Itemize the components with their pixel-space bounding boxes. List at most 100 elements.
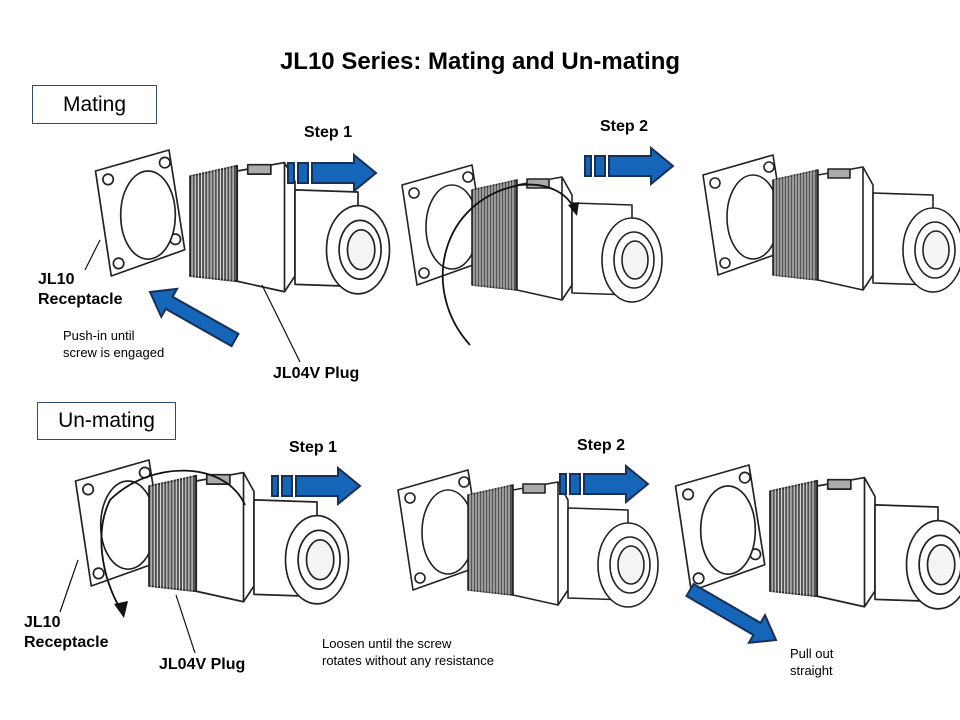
unmating-loosen-instruction: Loosen until the screw rotates without an… <box>322 635 494 669</box>
connector-mating-step1 <box>401 164 663 303</box>
arrow-bar <box>281 475 293 497</box>
mount-hole <box>682 488 695 501</box>
label-line: Receptacle <box>38 291 123 308</box>
latch <box>826 478 852 490</box>
leader-line <box>261 284 301 363</box>
plug-body <box>817 166 874 291</box>
step-arrow-unmating-1 <box>271 465 362 507</box>
label-line: Pull out <box>790 646 834 661</box>
arrow-shape <box>583 463 650 505</box>
arrow-bar <box>594 155 606 177</box>
mount-hole <box>414 572 426 584</box>
receptacle-shell <box>119 170 177 261</box>
latch <box>526 178 550 189</box>
connector-unmating-step1 <box>397 469 659 608</box>
arrow-bar <box>584 155 592 177</box>
step-arrow-mating-2 <box>584 145 675 187</box>
label-line: screw is engaged <box>63 345 165 360</box>
unmating-step2-label: Step 2 <box>577 437 626 454</box>
mount-hole <box>709 177 721 189</box>
arrow-shape <box>311 152 378 194</box>
arrow-shape <box>148 287 240 348</box>
plug-body <box>816 476 876 608</box>
arrow-shape <box>685 582 778 644</box>
step-arrow-mating-1 <box>287 152 378 194</box>
unmating-step1-label: Step 1 <box>289 439 338 456</box>
push-in-arrow <box>148 287 240 348</box>
mount-hole <box>158 156 171 169</box>
receptacle-shell <box>99 480 157 571</box>
section-label-unmating: Un-mating <box>37 402 176 440</box>
receptacle-shell <box>421 489 475 575</box>
unmating-pull-instruction: Pull out straight <box>790 645 833 679</box>
step-arrow-unmating-2 <box>559 463 650 505</box>
mating-plug-label: JL04V Plug <box>273 365 360 382</box>
label-line: straight <box>790 663 833 678</box>
label-line: rotates without any resistance <box>322 653 494 668</box>
rotate-arrow-mating <box>441 183 576 346</box>
receptacle-shell <box>726 174 780 260</box>
arrow-shape <box>608 145 675 187</box>
latch <box>205 473 231 485</box>
arrow-bar <box>297 162 309 184</box>
mount-hole <box>102 173 115 186</box>
connector-unmating-initial <box>74 459 350 605</box>
mating-instruction: Push-in until screw is engaged <box>63 327 164 361</box>
mount-hole <box>418 267 430 279</box>
mount-hole <box>92 567 105 580</box>
arrow-shape <box>295 465 362 507</box>
plug-opening <box>621 240 649 280</box>
mount-hole <box>719 257 731 269</box>
arrow-bar <box>559 473 567 495</box>
receptacle-shell <box>699 485 757 576</box>
mount-hole <box>738 471 751 484</box>
rotate-arrowhead <box>568 202 579 216</box>
mount-hole <box>82 483 95 496</box>
leader-line <box>175 594 196 654</box>
mount-hole <box>408 187 420 199</box>
label-line: JL10 <box>24 614 61 631</box>
plug-body <box>236 161 296 293</box>
receptacle-shell <box>425 184 479 270</box>
connector-unmating-step2 <box>674 464 960 610</box>
plug-body <box>195 471 255 603</box>
rotate-arrowhead <box>114 601 128 618</box>
mount-hole <box>404 492 416 504</box>
plug-opening <box>926 543 956 586</box>
latch <box>827 168 851 179</box>
leader-line <box>84 239 101 271</box>
mating-step2-label: Step 2 <box>600 118 649 135</box>
plug-body <box>512 481 569 606</box>
plug-opening <box>617 545 645 585</box>
plug-opening <box>922 230 950 270</box>
leader-line <box>59 559 79 613</box>
arrow-bar <box>287 162 295 184</box>
plug-opening <box>346 228 376 271</box>
connector-mating-initial <box>94 149 391 295</box>
latch <box>522 483 546 494</box>
connector-mating-step2 <box>702 154 960 293</box>
arrow-bar <box>569 473 581 495</box>
label-line: Loosen until the screw <box>322 636 452 651</box>
mount-hole <box>692 572 705 585</box>
rotation-curve <box>441 183 576 346</box>
mount-hole <box>458 476 470 488</box>
mount-hole <box>112 257 125 270</box>
rotation-curve <box>100 469 246 613</box>
label-line: Receptacle <box>24 634 109 651</box>
pull-out-arrow <box>685 582 778 644</box>
mount-hole <box>462 171 474 183</box>
latch <box>246 163 272 175</box>
label-line: JL10 <box>38 271 75 288</box>
mating-step1-label: Step 1 <box>304 124 353 141</box>
label-line: Push-in until <box>63 328 135 343</box>
rotate-arrow-unmating <box>100 469 246 613</box>
mount-hole <box>763 161 775 173</box>
arrow-bar <box>271 475 279 497</box>
page-title: JL10 Series: Mating and Un-mating <box>279 48 681 75</box>
unmating-plug-label: JL04V Plug <box>159 656 246 673</box>
plug-opening <box>305 538 335 581</box>
